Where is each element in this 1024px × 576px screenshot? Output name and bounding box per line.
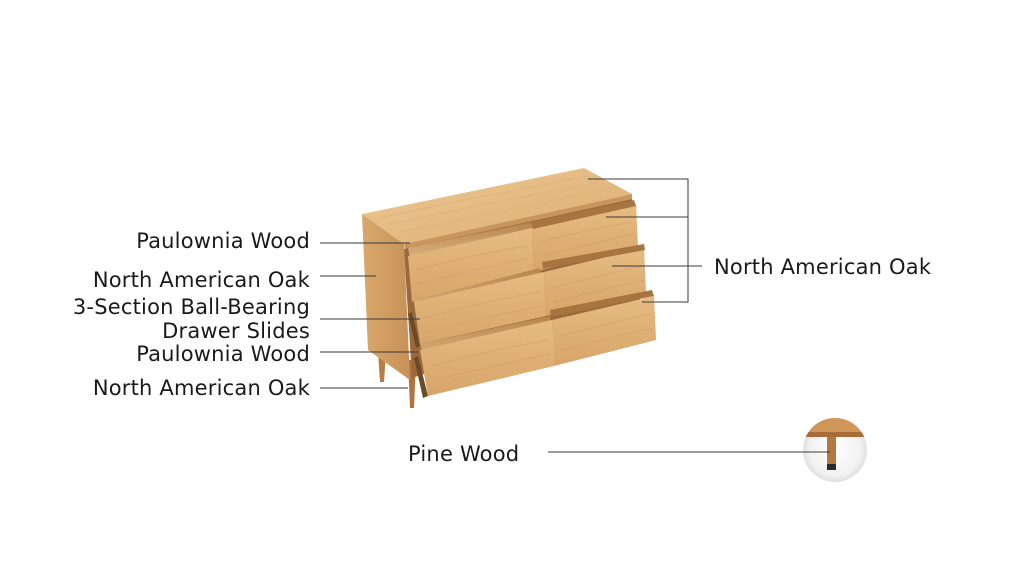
label-paulownia-wood-top: Paulownia Wood: [136, 229, 310, 253]
label-ball-bearing-slides-line1: 3-Section Ball-Bearing: [72, 295, 310, 319]
drawer-row-1: [408, 200, 638, 302]
label-ball-bearing-slides-line2: Drawer Slides: [162, 319, 310, 343]
dresser-top: [362, 168, 632, 244]
label-north-american-oak-leg: North American Oak: [92, 376, 310, 400]
leader-bracket-right-oak: [588, 178, 689, 303]
label-north-american-oak-side: North American Oak: [92, 268, 310, 292]
label-pine-wood: Pine Wood: [408, 442, 520, 466]
dresser-side-panel: [362, 214, 410, 380]
drawer-row-2: [408, 244, 646, 348]
drawer-row-3: [414, 290, 656, 398]
label-north-american-oak-right: North American Oak: [714, 255, 932, 279]
pine-leg-detail: [803, 418, 867, 482]
label-paulownia-wood-bottom: Paulownia Wood: [136, 342, 310, 366]
